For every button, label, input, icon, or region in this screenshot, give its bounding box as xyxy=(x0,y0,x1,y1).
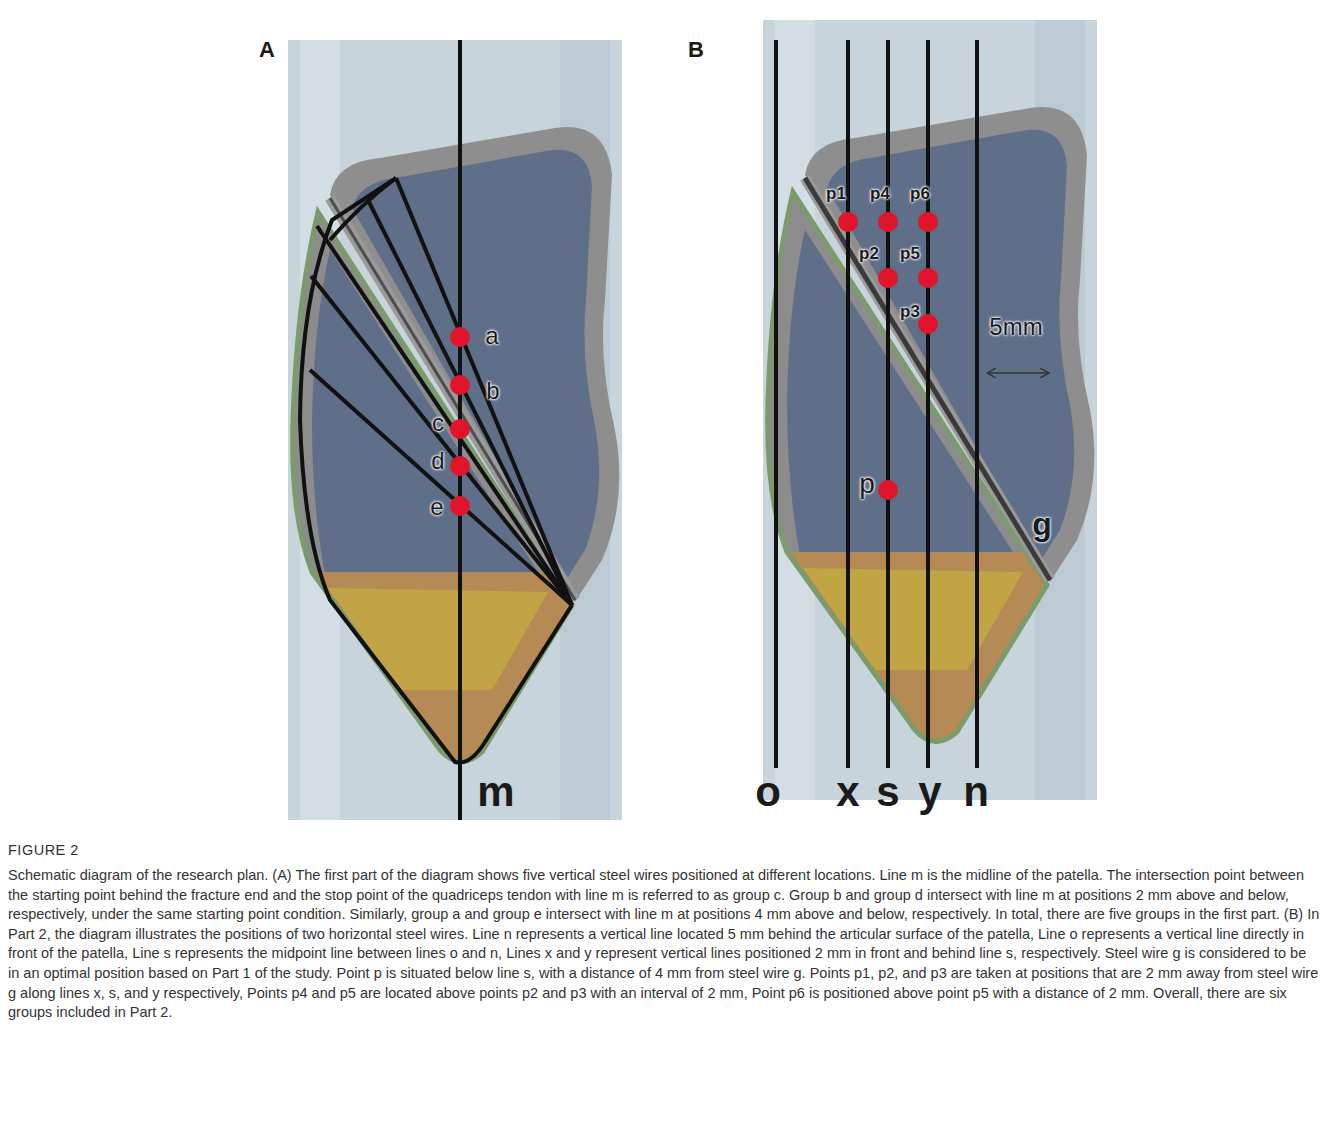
panel-letter: A xyxy=(259,39,275,61)
panel-letter: B xyxy=(688,39,704,61)
point-name: p5 xyxy=(900,245,920,262)
line-name: m xyxy=(477,771,514,813)
figure-number: FIGURE 2 xyxy=(8,843,79,858)
line-name: s xyxy=(876,771,899,813)
line-name: y xyxy=(918,771,941,813)
group-letter: c xyxy=(432,411,444,435)
figure-caption: Schematic diagram of the research plan. … xyxy=(8,866,1320,1023)
dimension: 5mm xyxy=(989,315,1042,339)
group-letter: e xyxy=(430,495,443,519)
point-name: p4 xyxy=(870,185,890,202)
point-name: p2 xyxy=(859,245,879,262)
group-letter: d xyxy=(431,449,444,473)
line-name: x xyxy=(836,771,859,813)
point-name: p6 xyxy=(910,185,930,202)
wire-name: g xyxy=(1032,508,1052,540)
line-name: n xyxy=(963,771,989,813)
group-letter: b xyxy=(486,379,499,403)
point-name: p xyxy=(859,470,875,498)
point-name: p3 xyxy=(900,303,920,320)
line-name: o xyxy=(755,771,781,813)
group-letter: a xyxy=(485,324,498,348)
point-name: p1 xyxy=(826,185,846,202)
